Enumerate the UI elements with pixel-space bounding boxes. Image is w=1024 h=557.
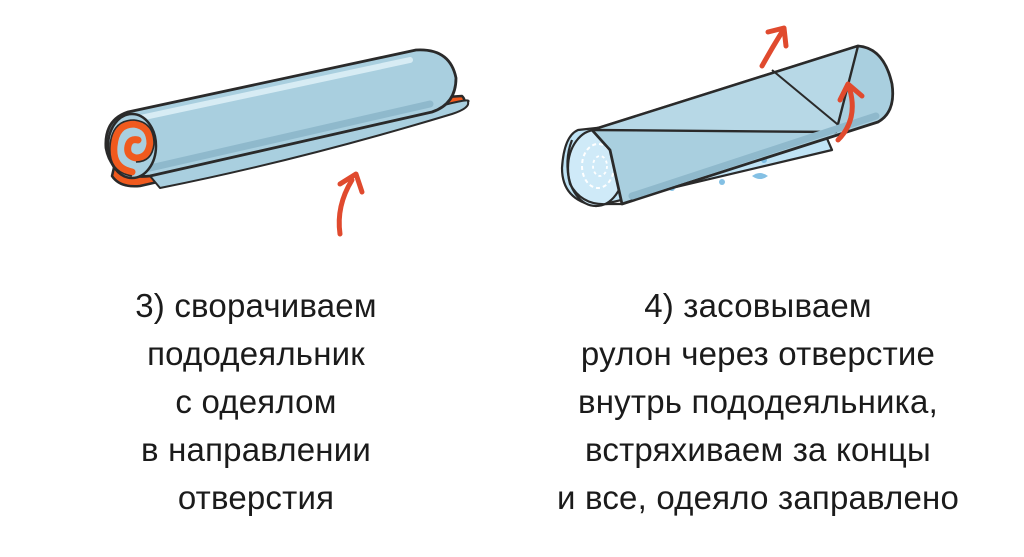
caption-line: отверстия	[177, 479, 335, 516]
curved-arrow-icon	[336, 177, 355, 237]
caption-line: внутрь пододеяльника,	[578, 383, 938, 420]
caption-line: 4) засовываем	[644, 287, 872, 324]
inner-roll-front	[566, 139, 622, 206]
inner-roll-spiral-core	[592, 155, 608, 177]
cover-fold-edge	[771, 69, 843, 129]
roll-shadow	[146, 100, 434, 172]
caption-line: в направлении	[141, 431, 371, 468]
step-3-caption: 3) сворачиваем пододеяльник с одеялом в …	[0, 282, 512, 522]
roll-spiral-outline	[109, 119, 155, 177]
step-4-caption: 4) засовываем рулон через отверстие внут…	[502, 282, 1014, 522]
step-3-panel: 3) сворачиваем пододеяльник с одеялом в …	[0, 48, 512, 522]
cover-shadow	[628, 112, 880, 200]
arrow-head	[837, 81, 865, 103]
caption-line: с одеялом	[175, 383, 337, 420]
roll-highlight	[137, 57, 413, 121]
caption-line: рулон через отверстие	[580, 335, 936, 372]
duvet-roll-inserted-icon	[560, 25, 895, 208]
arrow-head	[765, 25, 789, 49]
step-4-panel: 4) засовываем рулон через отверстие внут…	[512, 0, 1024, 557]
curved-arrow-icon	[835, 87, 855, 143]
arrow-head	[337, 171, 365, 195]
roll-body	[104, 48, 458, 178]
caption-line: пододеяльник	[147, 335, 365, 372]
roll-spiral	[110, 120, 154, 176]
caption-line: 3) сворачиваем	[135, 287, 377, 324]
caption-line: и все, одеяло заправлено	[556, 479, 960, 516]
cover-fold	[590, 44, 860, 134]
curved-arrow-icon	[759, 29, 785, 69]
rolled-duvet-icon	[104, 48, 470, 237]
caption-line: встряхиваем за концы	[585, 431, 931, 468]
